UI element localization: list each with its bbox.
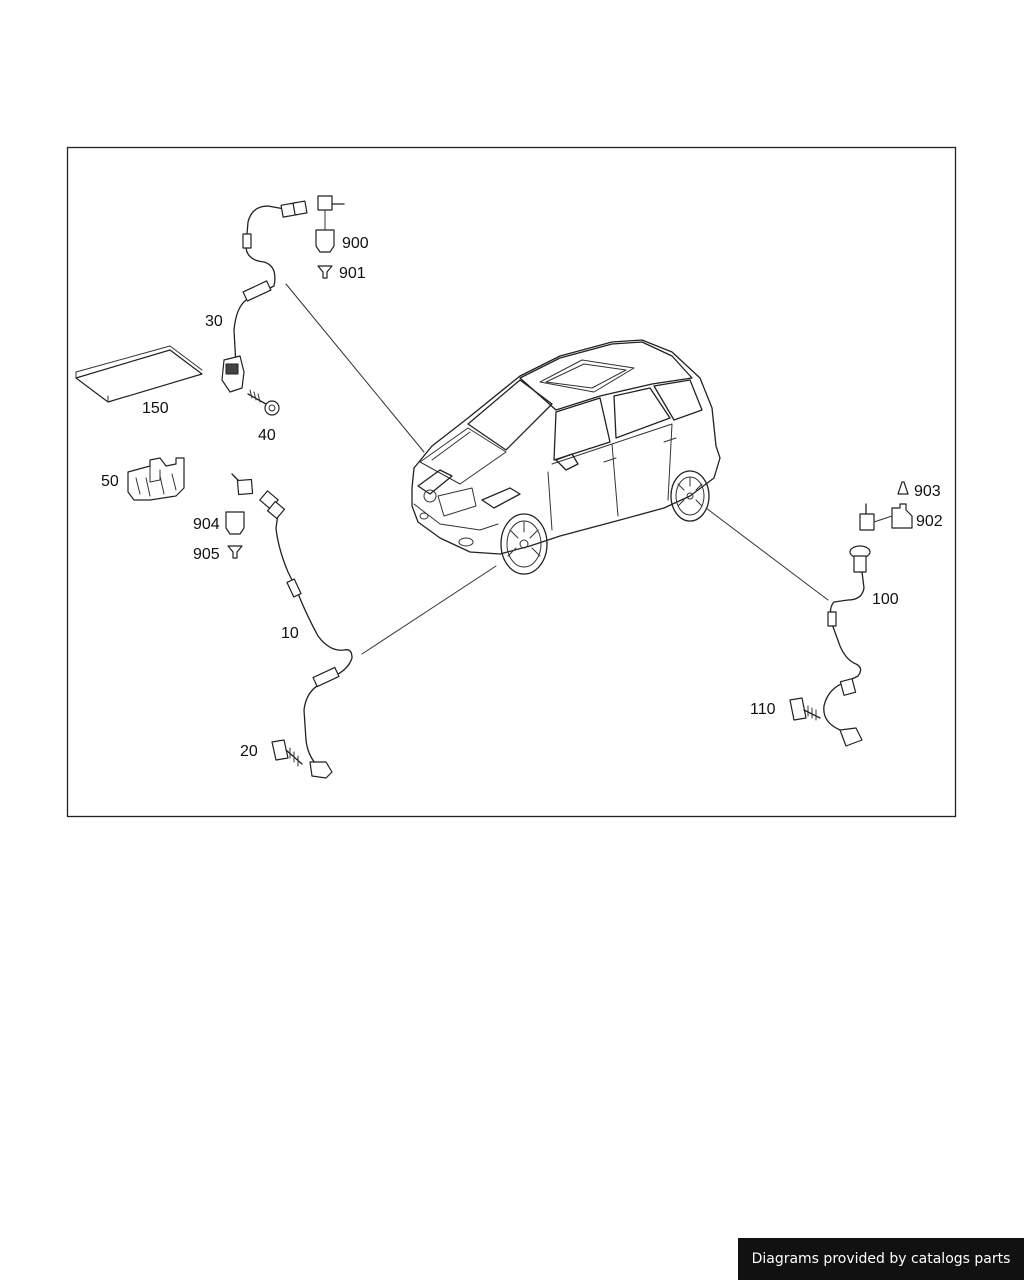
clip-icon	[227, 545, 243, 559]
label-100: 100	[872, 591, 899, 608]
credit-banner: Diagrams provided by catalogs parts	[738, 1238, 1024, 1280]
insulation-pad-icon	[75, 345, 203, 403]
label-905: 905	[193, 546, 220, 563]
bolt-icon	[789, 697, 821, 721]
rear-speed-sensor-cable	[221, 200, 308, 393]
label-904: 904	[193, 516, 220, 533]
car-illustration	[411, 339, 721, 575]
bolt-icon	[271, 739, 303, 767]
clip-icon	[317, 265, 333, 279]
front-speed-sensor-cable	[259, 490, 353, 779]
credit-text: Diagrams provided by catalogs parts	[751, 1251, 1011, 1267]
leader-lines	[285, 283, 829, 655]
bracket-icon	[127, 457, 185, 501]
label-40: 40	[258, 427, 276, 444]
label-150: 150	[142, 400, 169, 417]
diagram-frame	[66, 146, 957, 818]
label-903: 903	[914, 483, 941, 500]
label-110: 110	[750, 701, 776, 718]
label-50: 50	[101, 473, 119, 490]
label-20: 20	[240, 743, 258, 760]
part-labels: 30 40 150 900 901 50 904 905 10 20 903 9…	[101, 235, 943, 760]
label-30: 30	[205, 313, 223, 330]
label-10: 10	[281, 625, 299, 642]
connector-icon	[225, 473, 254, 535]
bolt-icon	[247, 389, 280, 416]
label-900: 900	[342, 235, 369, 252]
label-901: 901	[339, 265, 366, 282]
rear-right-speed-sensor-cable	[823, 545, 871, 747]
connector-icon	[859, 503, 913, 531]
clip-icon	[897, 481, 909, 495]
label-902: 902	[916, 513, 943, 530]
connector-icon	[315, 195, 345, 253]
